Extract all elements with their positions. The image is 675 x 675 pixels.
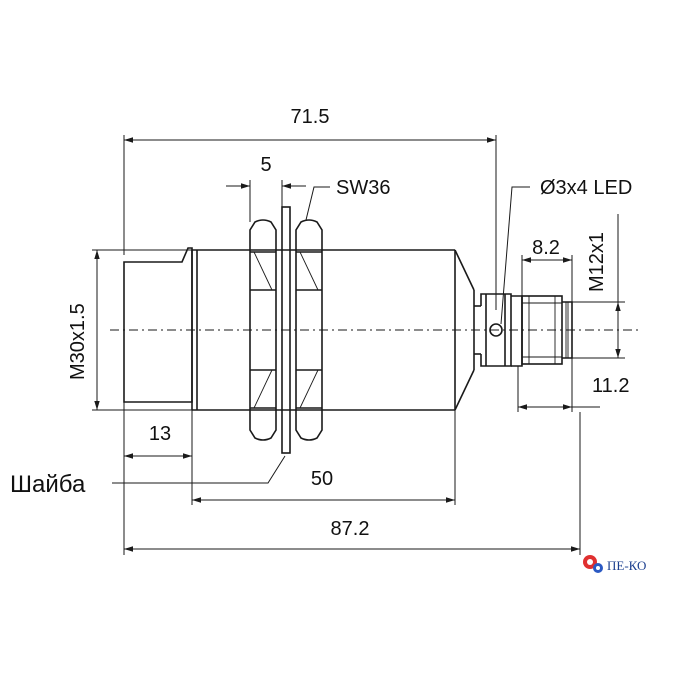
dim-nut-width: 5 (260, 154, 271, 176)
dim-connector-thread: M12x1 (586, 232, 608, 292)
nut-left (249, 219, 277, 441)
dim-front-length: 13 (149, 423, 171, 445)
m12-connector (511, 295, 573, 367)
logo: ПЕ-КО (583, 555, 646, 573)
leader-washer (112, 455, 286, 484)
leader-led (500, 186, 530, 325)
sensing-face (123, 247, 193, 403)
dim-thread-length: 50 (311, 468, 333, 490)
dim-connector-depth: 11.2 (592, 375, 629, 397)
nut-right (295, 219, 323, 441)
led-hole (489, 323, 503, 337)
washer (281, 206, 291, 454)
leader-sw36 (305, 186, 330, 221)
dim-wrench-size: SW36 (336, 177, 390, 199)
dim-connector-length: 8.2 (532, 237, 560, 259)
dim-body-thread: M30x1.5 (67, 303, 89, 380)
logo-text: ПЕ-КО (607, 558, 646, 573)
dim-led-hole: Ø3x4 LED (540, 177, 632, 199)
dim-overall-length: 87.2 (331, 518, 370, 540)
label-washer: Шайба (10, 471, 86, 498)
threaded-body (191, 249, 475, 411)
led-neck (474, 293, 512, 367)
dim-overall-top: 71.5 (291, 106, 330, 128)
